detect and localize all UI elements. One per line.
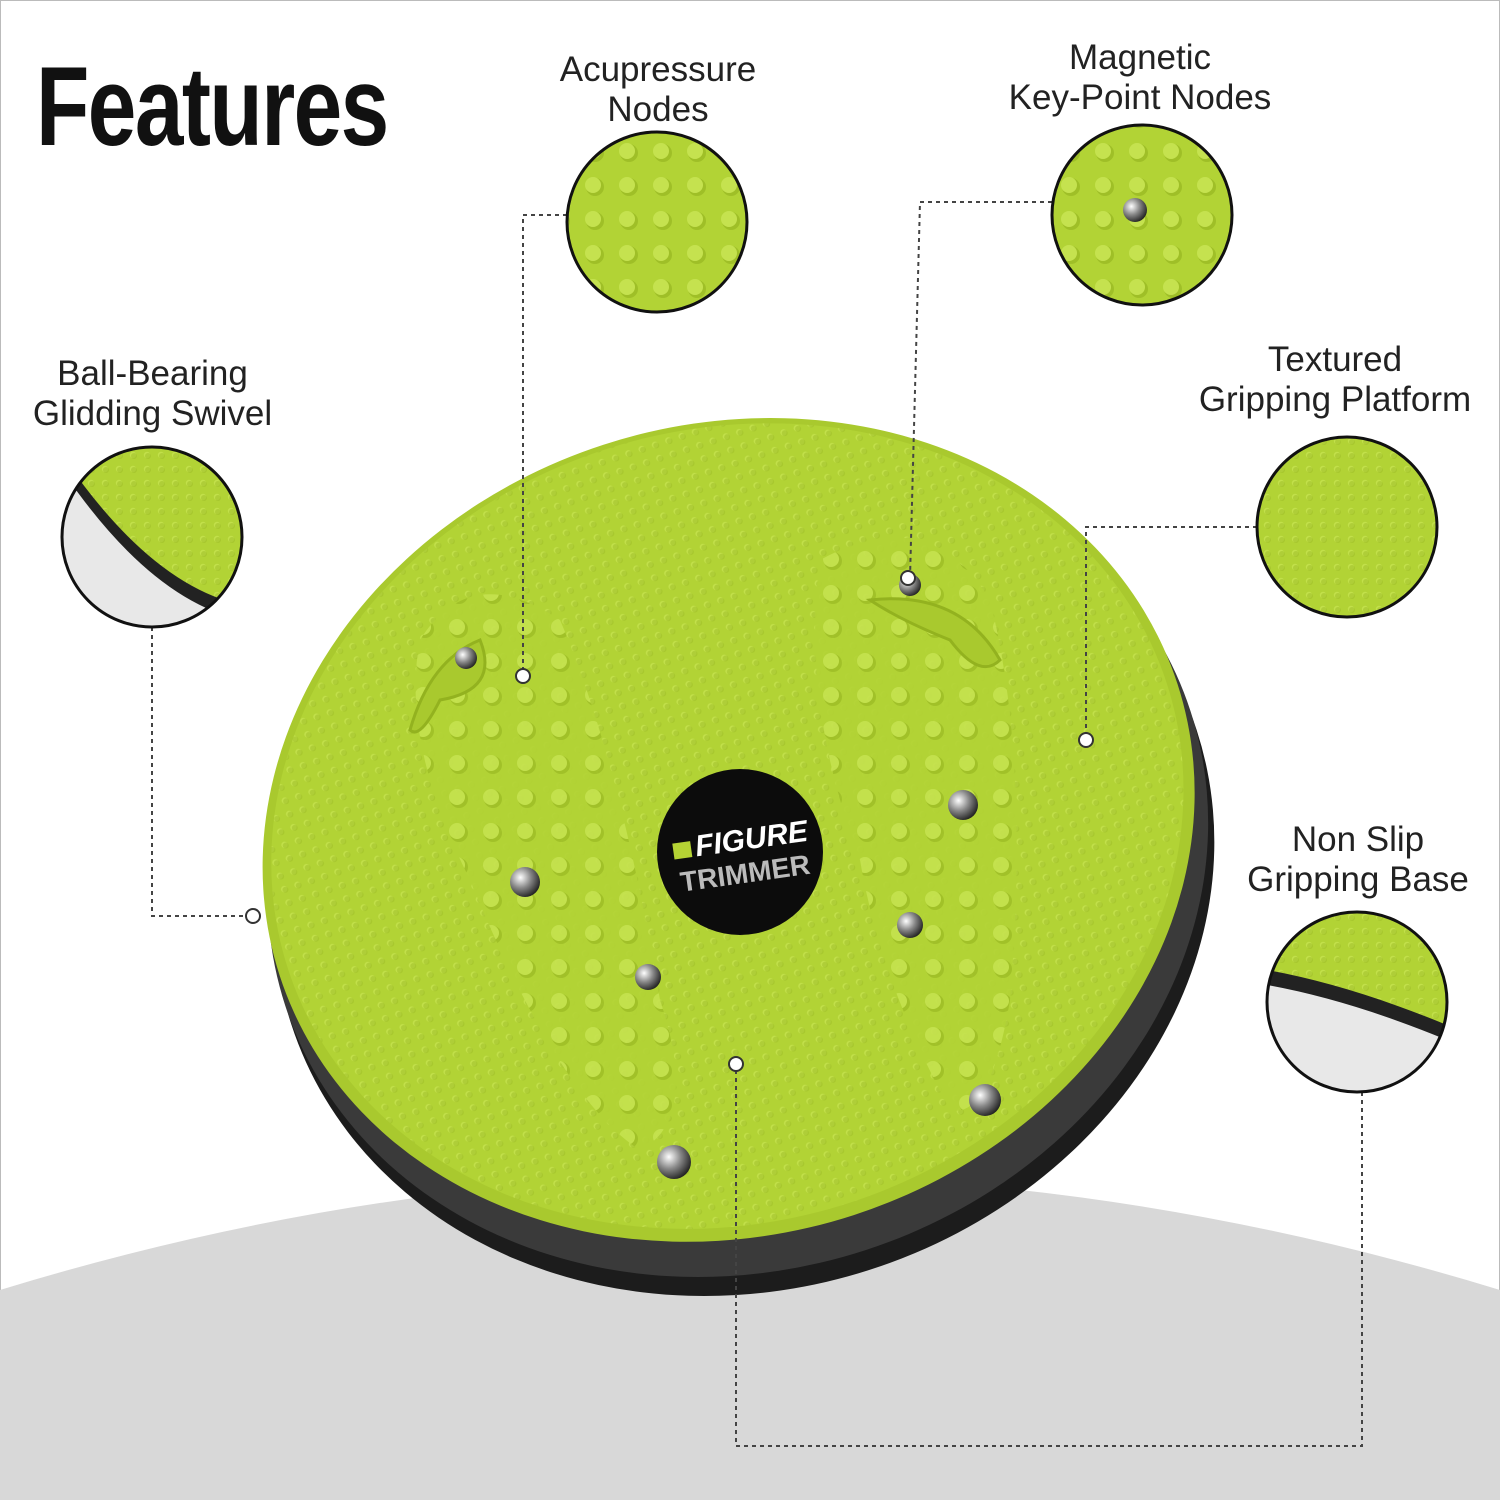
detail-ball-bearing — [60, 445, 244, 629]
label-line: Acupressure — [559, 50, 757, 89]
label-line: Gripping Platform — [1198, 380, 1472, 419]
foot-zone-left — [415, 594, 676, 1150]
label-line: Textured — [1267, 340, 1403, 379]
page-title: Features — [36, 44, 389, 169]
label-line: Ball-Bearing — [57, 354, 248, 393]
detail-acupressure — [565, 130, 749, 314]
label-magnetic: Magnetic Key-Point Nodes — [995, 38, 1285, 118]
callout-anchors — [245, 570, 1094, 1072]
callout-lines — [151, 201, 1363, 1447]
detail-non-slip — [1265, 910, 1449, 1094]
logo-square-icon — [672, 841, 693, 860]
label-ball-bearing: Ball-Bearing Glidding Swivel — [20, 354, 285, 434]
label-textured: Textured Gripping Platform — [1185, 340, 1485, 420]
label-line: Glidding Swivel — [32, 394, 273, 433]
logo-badge — [657, 769, 823, 935]
label-non-slip: Non Slip Gripping Base — [1233, 820, 1483, 900]
detail-textured — [1255, 435, 1439, 619]
label-line: Gripping Base — [1247, 860, 1469, 899]
brand-logo: FIGURE TRIMMER — [654, 775, 831, 926]
label-line: Key-Point Nodes — [1008, 78, 1272, 117]
floor-shadow — [0, 1175, 1500, 1500]
label-line: Nodes — [607, 90, 709, 129]
label-acupressure: Acupressure Nodes — [548, 50, 768, 130]
label-line: Non Slip — [1291, 820, 1425, 859]
foot-zone-right — [815, 537, 1017, 1111]
label-line: Magnetic — [1068, 38, 1212, 77]
